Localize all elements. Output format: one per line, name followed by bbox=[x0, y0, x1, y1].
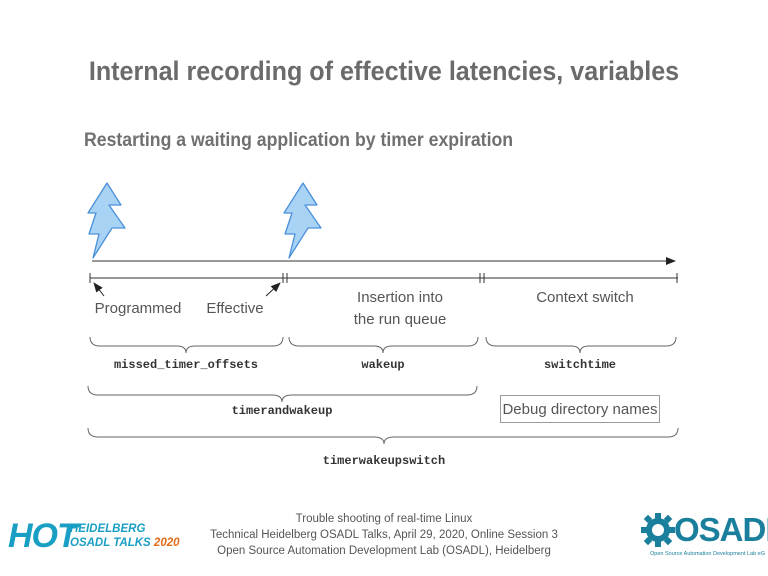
context-switch-label: Context switch bbox=[536, 289, 634, 306]
var-missed-timer-offsets: missed_timer_offsets bbox=[113, 358, 259, 372]
insertion-label-line1: Insertion into bbox=[357, 289, 443, 306]
brace-timerandwakeup bbox=[87, 385, 478, 403]
brace-switchtime bbox=[485, 336, 677, 354]
footer-line-1: Trouble shooting of real-time Linux bbox=[295, 513, 473, 525]
var-timerwakeupswitch: timerwakeupswitch bbox=[322, 454, 446, 468]
var-timerandwakeup: timerandwakeup bbox=[231, 404, 333, 418]
brace-timerwakeupswitch bbox=[87, 427, 679, 445]
effective-arrow bbox=[265, 282, 281, 297]
insertion-label-line2: the run queue bbox=[353, 311, 447, 328]
hot-logo-line2: OSADL TALKS 2020 bbox=[70, 537, 180, 549]
gear-icon bbox=[641, 513, 675, 547]
var-wakeup: wakeup bbox=[361, 358, 405, 372]
var-switchtime: switchtime bbox=[543, 358, 616, 372]
lightning-icon bbox=[283, 182, 322, 259]
footer-line-3: Open Source Automation Development Lab (… bbox=[217, 545, 551, 557]
segment-ticks bbox=[89, 273, 678, 283]
legend-debug-directory-names: Debug directory names bbox=[500, 395, 660, 423]
slide-title: Internal recording of effective latencie… bbox=[88, 56, 680, 86]
hot-logo-line1: HEIDELBERG bbox=[70, 523, 146, 535]
brace-missed-timer-offsets bbox=[89, 336, 284, 354]
programmed-arrow bbox=[93, 282, 105, 297]
programmed-label: Programmed bbox=[94, 300, 182, 317]
slide-subtitle: Restarting a waiting application by time… bbox=[84, 130, 514, 151]
lightning-icon bbox=[87, 182, 126, 259]
footer: Trouble shooting of real-time Linux Tech… bbox=[200, 511, 568, 559]
osadl-logo-subtitle: Open Source Automation Development Lab e… bbox=[650, 551, 765, 557]
footer-line-2: Technical Heidelberg OSADL Talks, April … bbox=[210, 529, 558, 541]
effective-label: Effective bbox=[206, 300, 264, 317]
osadl-logo-text: OSADL bbox=[674, 511, 768, 548]
hot-logo-mark: HOT bbox=[8, 517, 78, 555]
hot-logo: HOT HEIDELBERG OSADL TALKS 2020 bbox=[8, 517, 180, 555]
brace-wakeup bbox=[288, 336, 479, 354]
osadl-logo: OSADL Open Source Automation Development… bbox=[640, 510, 768, 565]
hot-logo-year: 2020 bbox=[153, 537, 180, 549]
